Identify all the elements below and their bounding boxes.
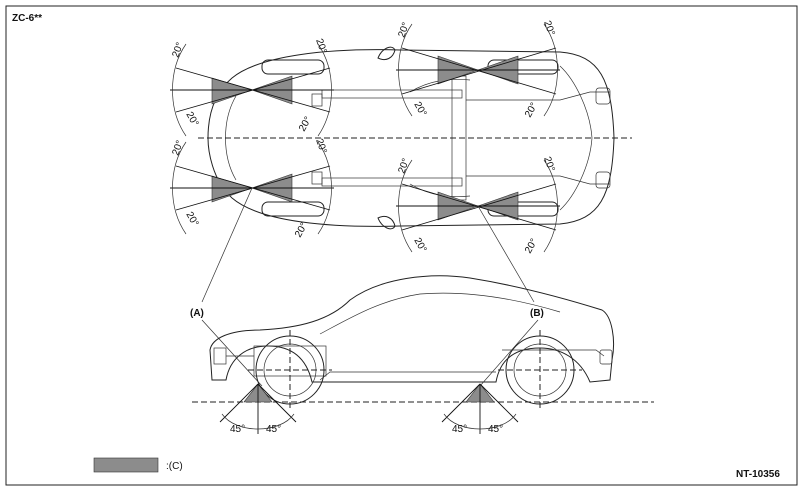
angle-label-20: 20° [396,21,412,39]
leader-line-a-side [201,319,263,387]
angle-label-20: 20° [523,101,540,120]
angle-label-45: 45° [266,424,281,435]
angle-label-20: 20° [541,19,557,37]
angle-label-45: 45° [488,424,503,435]
leader-line-b-side [479,319,539,387]
outer-border [5,5,798,486]
angle-label-45: 45° [452,424,467,435]
angle-label-20: 20° [297,115,314,134]
legend-label-c: :(C) [166,461,183,472]
angle-label-20: 20° [170,139,186,157]
figure-ref: NT-10356 [736,469,780,480]
angle-label-20: 20° [313,137,329,155]
angle-label-20: 20° [170,41,186,59]
angle-label-20: 20° [313,37,329,55]
angle-label-20: 20° [183,110,200,129]
angle-label-20: 20° [396,157,412,175]
label-a: (A) [190,308,204,319]
angle-label-45: 45° [230,424,245,435]
angle-label-20: 20° [293,221,310,240]
sensor-zone-rear-upper [396,23,560,117]
leader-line-b [477,205,535,303]
top-view-vehicle [198,46,632,230]
side-sensor-zone-rear: 45° 45° [441,383,519,435]
sensor-zone-front-upper [170,43,334,137]
angle-label-20: 20° [411,100,428,119]
side-sensor-zone-front: 45° 45° [219,383,297,435]
legend-swatch [93,457,159,473]
diagram-code: ZC-6** [12,13,42,24]
angle-label-20: 20° [523,237,540,256]
angle-labels-20: 20° 20° 20° 20° 20° 20° 20° 20° 20° 20° … [170,19,556,255]
leader-line-a [201,187,253,303]
label-b: (B) [530,308,544,319]
angle-label-20: 20° [183,210,200,229]
angle-label-20: 20° [411,236,428,255]
angle-label-20: 20° [541,155,557,173]
